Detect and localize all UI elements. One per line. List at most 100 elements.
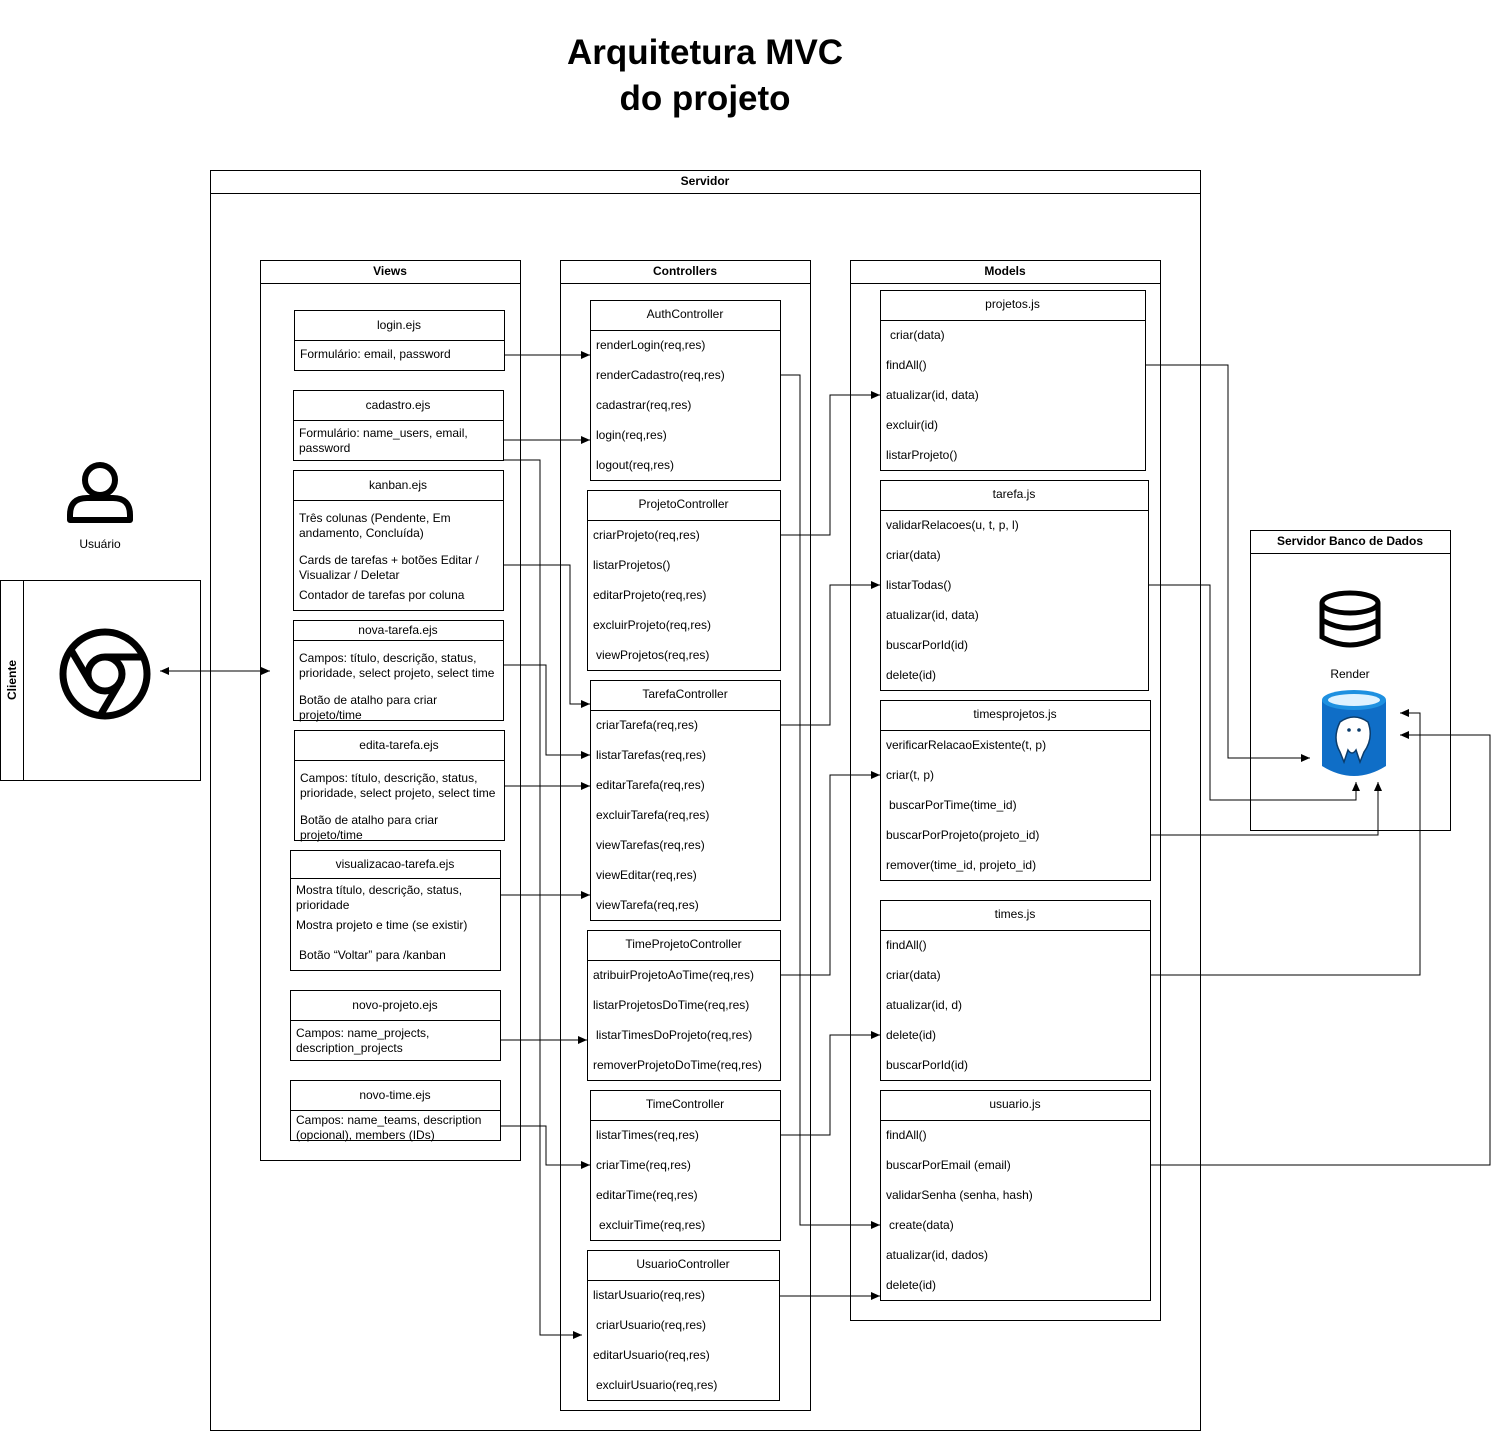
controller-timecontroller-method: editarTime(req,res): [596, 1188, 698, 1202]
model-tarefa-js-method: listarTodas(): [886, 578, 952, 592]
model-times-js-title: times.js: [994, 907, 1036, 921]
view-visualizacao-tarefa-ejs-item: Mostra projeto e time (se existir): [296, 918, 468, 932]
server-title: Servidor: [680, 174, 730, 188]
connector-arrow: [1145, 364, 1310, 762]
model-projetos-js-method: excluir(id): [886, 418, 939, 432]
controller-authcontroller-method: login(req,res): [596, 428, 667, 442]
model-timesprojetos-js-method: criar(t, p): [886, 768, 934, 782]
connector-arrow: [1150, 709, 1421, 976]
connector-arrow: [780, 581, 880, 726]
controller-projetocontroller-method: criarProjeto(req,res): [593, 528, 700, 542]
view-cadastro-ejs-title: cadastro.ejs: [365, 398, 431, 412]
controller-projetocontroller-box: [587, 490, 781, 671]
connector-arrow: [780, 374, 880, 1229]
connector-arrow: [503, 664, 590, 759]
controller-authcontroller-method: renderCadastro(req,res): [596, 368, 725, 382]
connector-arrow: [503, 564, 590, 708]
model-projetos-js-method: findAll(): [886, 358, 927, 372]
controller-tarefacontroller-method: editarTarefa(req,res): [596, 778, 705, 792]
controllers-frame: [560, 260, 811, 1411]
model-projetos-js-method: listarProjeto(): [886, 448, 958, 462]
view-novo-projeto-ejs-box: [290, 990, 501, 1061]
postgresql-icon: [1322, 690, 1386, 776]
controller-timecontroller-method: excluirTime(req,res): [599, 1218, 706, 1232]
view-novo-projeto-ejs-title: novo-projeto.ejs: [352, 998, 438, 1012]
controller-tarefacontroller-method: viewTarefas(req,res): [596, 838, 705, 852]
view-kanban-ejs-item: Cards de tarefas + botões Editar / Visua…: [299, 553, 479, 582]
model-usuario-js-title: usuario.js: [989, 1097, 1041, 1111]
model-projetos-js-box: [880, 290, 1146, 471]
model-timesprojetos-js-method: buscarPorTime(time_id): [889, 798, 1017, 812]
model-tarefa-js-method: validarRelacoes(u, t, p, l): [886, 518, 1019, 532]
controller-projetocontroller-method: excluirProjeto(req,res): [593, 618, 712, 632]
model-times-js-method: criar(data): [886, 968, 941, 982]
connector-arrow: [780, 391, 880, 536]
controller-authcontroller-method: cadastrar(req,res): [596, 398, 692, 412]
models-frame: [850, 260, 1161, 1321]
controller-timeprojetocontroller-method: listarTimesDoProjeto(req,res): [596, 1028, 753, 1042]
controller-timeprojetocontroller-method: listarProjetosDoTime(req,res): [593, 998, 750, 1012]
view-login-ejs-item: Formulário: email, password: [300, 347, 451, 361]
controller-tarefacontroller-method: listarTarefas(req,res): [596, 748, 707, 762]
connector-arrow: [1148, 584, 1360, 801]
model-tarefa-js-method: delete(id): [886, 668, 937, 682]
view-edita-tarefa-ejs-item: Botão de atalho para criar projeto/time: [300, 813, 439, 842]
controller-authcontroller-method: renderLogin(req,res): [596, 338, 706, 352]
controller-authcontroller-method: logout(req,res): [596, 458, 675, 472]
controller-timecontroller-method: listarTimes(req,res): [596, 1128, 699, 1142]
controller-usuariocontroller-method: excluirUsuario(req,res): [596, 1378, 718, 1392]
controller-projetocontroller-method: listarProjetos(): [593, 558, 671, 572]
controller-usuariocontroller-title: UsuarioController: [636, 1257, 730, 1271]
model-usuario-js-box: [880, 1090, 1151, 1301]
model-projetos-js-method: criar(data): [890, 328, 945, 342]
view-nova-tarefa-ejs-item: Campos: título, descrição, status, prior…: [299, 651, 495, 680]
model-times-js-method: buscarPorId(id): [886, 1058, 969, 1072]
model-usuario-js-method: create(data): [889, 1218, 954, 1232]
controller-tarefacontroller-method: excluirTarefa(req,res): [596, 808, 710, 822]
controller-authcontroller-box: [590, 300, 781, 481]
controller-timecontroller-box: [590, 1090, 781, 1241]
model-projetos-js-title: projetos.js: [985, 297, 1040, 311]
client-label: Cliente: [5, 659, 20, 701]
controller-usuariocontroller-method: criarUsuario(req,res): [596, 1318, 707, 1332]
controller-tarefacontroller-title: TarefaController: [642, 687, 728, 701]
controller-projetocontroller-method: editarProjeto(req,res): [593, 588, 707, 602]
view-cadastro-ejs-item: Formulário: name_users, email, password: [299, 426, 468, 455]
model-timesprojetos-js-title: timesprojetos.js: [973, 707, 1057, 721]
chrome-browser-icon: [59, 628, 151, 720]
model-times-js-box: [880, 900, 1151, 1081]
database-server-title: Servidor Banco de Dados: [1276, 534, 1424, 548]
model-times-js-method: atualizar(id, d): [886, 998, 963, 1012]
view-visualizacao-tarefa-ejs-title: visualizacao-tarefa.ejs: [335, 857, 455, 871]
client-frame: [0, 580, 201, 781]
controller-usuariocontroller-box: [587, 1250, 780, 1401]
model-timesprojetos-js-box: [880, 700, 1151, 881]
model-timesprojetos-js-method: buscarPorProjeto(projeto_id): [886, 828, 1040, 842]
model-usuario-js-method: buscarPorEmail (email): [886, 1158, 1011, 1172]
views-title: Views: [373, 264, 407, 278]
controller-timeprojetocontroller-title: TimeProjetoController: [625, 937, 742, 951]
view-nova-tarefa-ejs-title: nova-tarefa.ejs: [358, 623, 438, 637]
view-novo-time-ejs-title: novo-time.ejs: [359, 1088, 431, 1102]
view-nova-tarefa-ejs-box: [293, 620, 504, 721]
view-kanban-ejs-item: Três colunas (Pendente, Em andamento, Co…: [299, 511, 451, 540]
title-line-1: Arquitetura MVC: [566, 33, 844, 72]
controller-timeprojetocontroller-method: removerProjetoDoTime(req,res): [593, 1058, 762, 1072]
controller-timeprojetocontroller-box: [587, 930, 781, 1081]
controller-usuariocontroller-method: editarUsuario(req,res): [593, 1348, 710, 1362]
model-times-js-method: delete(id): [886, 1028, 937, 1042]
models-title: Models: [984, 264, 1026, 278]
model-usuario-js-method: delete(id): [886, 1278, 937, 1292]
model-tarefa-js-method: buscarPorId(id): [886, 638, 969, 652]
controller-timecontroller-title: TimeController: [645, 1097, 725, 1111]
model-projetos-js-method: atualizar(id, data): [886, 388, 979, 402]
model-tarefa-js-title: tarefa.js: [992, 487, 1036, 501]
connector-arrow: [780, 771, 880, 976]
view-novo-time-ejs-item: Campos: name_teams, description (opciona…: [296, 1113, 482, 1142]
diagram-title: Arquitetura MVC do projeto: [505, 30, 905, 122]
user-label: Usuário: [79, 537, 121, 551]
controller-tarefacontroller-method: viewTarefa(req,res): [596, 898, 699, 912]
view-visualizacao-tarefa-ejs-box: [290, 850, 501, 971]
controller-tarefacontroller-method: criarTarefa(req,res): [596, 718, 699, 732]
